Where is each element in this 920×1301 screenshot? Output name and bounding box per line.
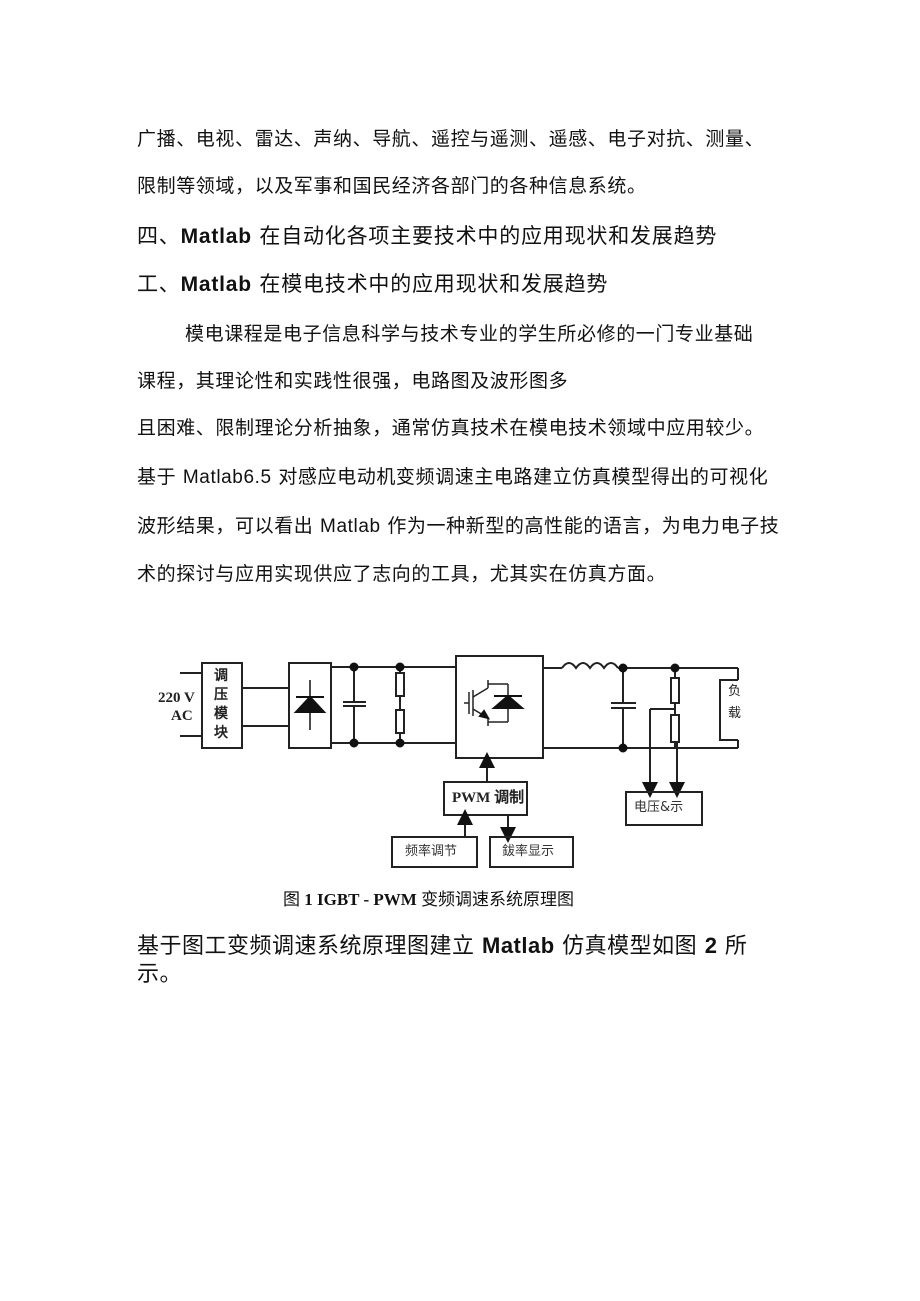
- p2-line-5-keyword: Matlab: [320, 516, 381, 537]
- heading-4-prefix: 四、: [137, 224, 181, 248]
- freq-adjust-label: 频率调节: [405, 844, 458, 859]
- load-char-1: 负: [728, 684, 742, 699]
- p2-line-4-prefix: 基于: [137, 466, 183, 488]
- paragraph-1-line-2: 限制等领域，以及军事和国民经济各部门的各种信息系统。: [137, 175, 647, 197]
- paragraph-2-line-6: 术的探讨与应用实现供应了志向的工具，尤其实在仿真方面。: [137, 563, 667, 585]
- paragraph-2-line-2: 课程，其理论性和实践性很强，电路图及波形图多: [137, 370, 569, 392]
- subheading-keyword: Matlab: [180, 273, 252, 296]
- section-heading-4: 四、Matlab 在自动化各项主要技术中的应用现状和发展趋势: [137, 224, 717, 249]
- caption-bold: 1 IGBT - PWM: [304, 890, 417, 909]
- rectifier-box: [288, 662, 332, 749]
- p3-line-1-mid: 仿真模型如图: [554, 934, 705, 959]
- paragraph-2-line-4: 基于 Matlab6.5 对感应电动机变频调速主电路建立仿真模型得出的可视化: [137, 465, 768, 490]
- p3-line-1-prefix: 基于图工变频调速系统原理图建立: [137, 934, 482, 959]
- p3-line-1-suffix: 所: [717, 934, 748, 959]
- section-subheading: 工、Matlab 在模电技术中的应用现状和发展趋势: [137, 272, 608, 297]
- freq-display-label: 鈸率显示: [502, 844, 555, 859]
- voltage-module-char-1: 调: [214, 668, 228, 684]
- figure-1-caption: 图 1 IGBT - PWM 变频调速系统原理图: [283, 889, 574, 911]
- voltage-module-char-4: 块: [214, 725, 228, 741]
- paragraph-1-line-1: 广播、电视、雷达、声纳、导航、遥控与遥测、遥感、电子对抗、测量、: [137, 128, 765, 150]
- pwm-modulation-label: PWM 调制: [452, 790, 525, 806]
- subheading-suffix: 在模电技术中的应用现状和发展趋势: [251, 272, 609, 296]
- ac-type-label: AC: [171, 708, 193, 724]
- load-char-2: 载: [728, 706, 742, 721]
- voltage-display-label: 电压&示: [634, 800, 684, 815]
- subheading-prefix: 工、: [137, 272, 181, 296]
- p2-line-5-prefix: 波形结果，可以看出: [137, 515, 321, 537]
- p2-line-4-suffix: 对感应电动机变频调速主电路建立仿真模型得出的可视化: [271, 466, 769, 488]
- paragraph-2-line-3: 且困难、限制理论分析抽象，通常仿真技术在模电技术领域中应用较少。: [137, 417, 765, 439]
- p3-line-1-number: 2: [704, 933, 718, 958]
- voltage-module-char-2: 压: [214, 687, 228, 703]
- igbt-inverter-box: [455, 655, 544, 759]
- paragraph-3-line-1: 基于图工变频调速系统原理图建立 Matlab 仿真模型如图 2 所: [137, 932, 747, 961]
- caption-prefix: 图: [283, 890, 305, 909]
- p2-line-5-suffix: 作为一种新型的高性能的语言，为电力电子技: [380, 515, 780, 537]
- paragraph-2-line-1: 模电课程是电子信息科学与技术专业的学生所必修的一门专业基础: [185, 323, 754, 345]
- p2-line-4-keyword: Matlab6.5: [182, 467, 272, 488]
- ac-voltage-label: 220 V: [158, 690, 195, 706]
- paragraph-2-line-5: 波形结果，可以看出 Matlab 作为一种新型的高性能的语言，为电力电子技: [137, 514, 779, 539]
- heading-4-keyword: Matlab: [180, 225, 252, 248]
- p3-line-1-keyword: Matlab: [482, 933, 555, 958]
- paragraph-3-line-2: 示。: [137, 962, 183, 987]
- caption-suffix: 变频调速系统原理图: [416, 890, 575, 909]
- voltage-module-char-3: 模: [214, 706, 228, 722]
- heading-4-suffix: 在自动化各项主要技术中的应用现状和发展趋势: [251, 224, 718, 248]
